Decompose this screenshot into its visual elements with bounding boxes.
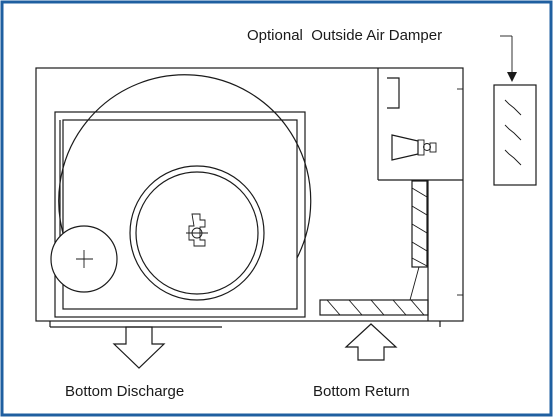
blower-wheel-inner	[135, 171, 259, 295]
down-arrow-icon	[507, 72, 517, 82]
actuator-box	[429, 142, 437, 153]
blower-housing-inner	[62, 119, 298, 310]
damper-linkage	[409, 266, 420, 301]
return-damper-vertical	[411, 180, 428, 268]
return-arrow-icon	[344, 323, 398, 361]
return-damper-horizontal-blades	[326, 299, 425, 316]
blower-wheel-outer	[129, 165, 265, 301]
blower-housing-outer	[54, 111, 306, 318]
upper-bracket	[387, 77, 400, 109]
outside-air-damper	[493, 84, 537, 186]
actuator-icon	[391, 134, 419, 161]
return-damper-horizontal	[319, 299, 429, 316]
outside-air-damper-blades	[504, 99, 522, 166]
actuator-pivot	[423, 143, 431, 151]
discharge-arrow-icon	[112, 326, 166, 369]
discharge-label: Bottom Discharge	[65, 383, 184, 400]
blower-scroll	[58, 74, 312, 259]
damper-label: Optional Outside Air Damper	[247, 27, 442, 44]
actuator-link	[417, 139, 425, 156]
motor-mount-icon	[188, 213, 206, 247]
return-damper-vertical-blades	[411, 187, 428, 267]
return-label: Bottom Return	[313, 383, 410, 400]
cabinet-outline	[35, 67, 464, 322]
